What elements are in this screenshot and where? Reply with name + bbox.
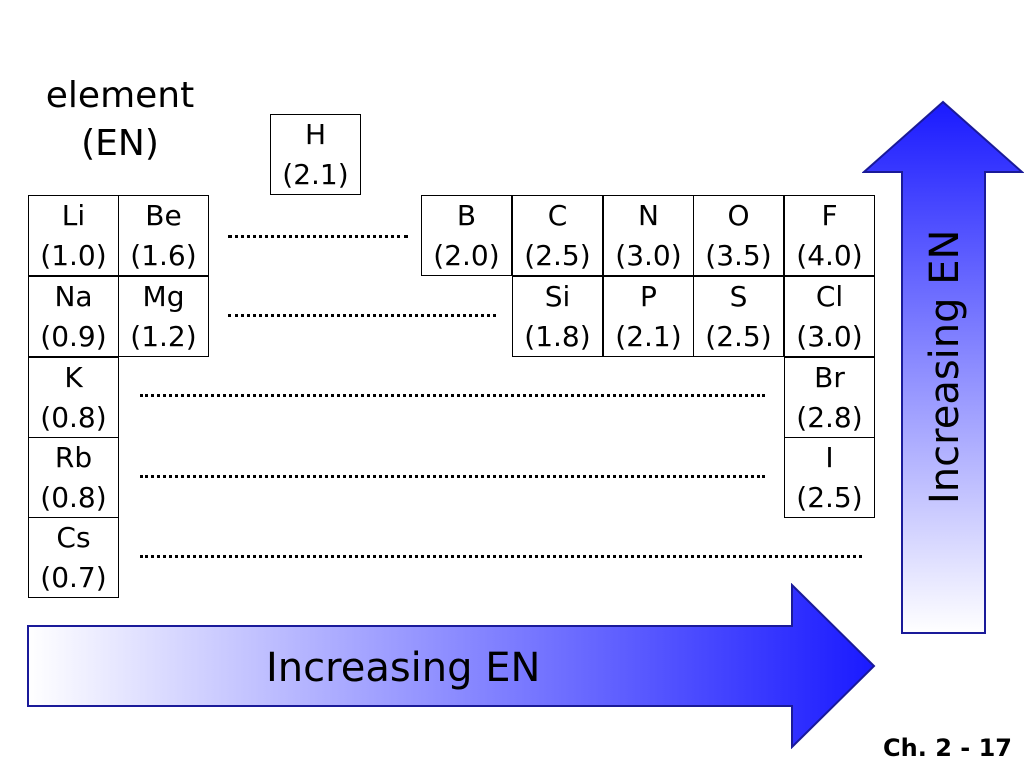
element-symbol: B [456, 198, 477, 232]
legend-key: element (EN) [20, 72, 220, 168]
dotted-gap-row3 [228, 314, 496, 317]
element-en-value: (1.2) [130, 319, 197, 353]
element-en-value: (2.5) [524, 238, 591, 272]
element-en-value: (3.5) [705, 238, 772, 272]
element-cell-k: K (0.8) [28, 357, 119, 438]
element-en-value: (1.0) [40, 238, 107, 272]
element-en-value: (1.8) [524, 319, 591, 353]
element-cell-h: H (2.1) [270, 114, 361, 195]
element-cell-cs: Cs (0.7) [28, 517, 119, 598]
dotted-gap-row2 [228, 235, 408, 238]
element-cell-li: Li (1.0) [28, 195, 119, 276]
element-symbol: Li [61, 198, 86, 232]
horizontal-arrow-label: Increasing EN [266, 645, 541, 691]
element-en-value: (0.7) [40, 560, 107, 594]
horizontal-arrow-icon [27, 583, 876, 749]
vertical-arrow-icon [862, 100, 1024, 634]
element-symbol: C [547, 198, 568, 232]
element-cell-si: Si (1.8) [512, 276, 603, 357]
element-cell-cl: Cl (3.0) [784, 276, 875, 357]
element-en-value: (2.8) [796, 400, 863, 434]
element-symbol: K [64, 360, 83, 394]
element-symbol: H [304, 117, 327, 151]
legend-element-label: element [45, 75, 195, 116]
element-en-value: (1.6) [130, 238, 197, 272]
element-cell-rb: Rb (0.8) [28, 437, 119, 518]
element-symbol: O [727, 198, 750, 232]
dotted-gap-row6 [140, 555, 862, 558]
legend-en-label: (EN) [81, 123, 159, 164]
slide-number: Ch. 2 - 17 [883, 734, 1012, 762]
element-symbol: Mg [142, 279, 185, 313]
element-en-value: (0.8) [40, 480, 107, 514]
element-en-value: (2.1) [615, 319, 682, 353]
element-cell-be: Be (1.6) [118, 195, 209, 276]
element-en-value: (0.8) [40, 400, 107, 434]
element-symbol: Na [54, 279, 93, 313]
element-cell-br: Br (2.8) [784, 357, 875, 438]
element-cell-na: Na (0.9) [28, 276, 119, 357]
element-en-value: (3.0) [796, 319, 863, 353]
element-en-value: (2.5) [705, 319, 772, 353]
element-symbol: F [821, 198, 838, 232]
element-cell-mg: Mg (1.2) [118, 276, 209, 357]
element-en-value: (4.0) [796, 238, 863, 272]
element-symbol: Br [814, 360, 845, 394]
element-cell-p: P (2.1) [603, 276, 694, 357]
element-cell-b: B (2.0) [421, 195, 512, 276]
dotted-gap-row5 [140, 475, 765, 478]
element-cell-n: N (3.0) [603, 195, 694, 276]
dotted-gap-row4 [140, 394, 765, 397]
element-symbol: I [825, 440, 834, 474]
element-cell-c: C (2.5) [512, 195, 603, 276]
element-cell-s: S (2.5) [693, 276, 784, 357]
element-symbol: Cs [56, 520, 91, 554]
element-symbol: Be [145, 198, 182, 232]
vertical-arrow-label: Increasing EN [922, 229, 968, 504]
element-symbol: Si [544, 279, 571, 313]
element-en-value: (3.0) [615, 238, 682, 272]
element-symbol: P [640, 279, 657, 313]
element-symbol: Rb [54, 440, 93, 474]
element-en-value: (2.1) [282, 157, 349, 191]
element-cell-i: I (2.5) [784, 437, 875, 518]
element-en-value: (0.9) [40, 319, 107, 353]
element-symbol: N [638, 198, 659, 232]
element-en-value: (2.5) [796, 480, 863, 514]
element-cell-o: O (3.5) [693, 195, 784, 276]
element-en-value: (2.0) [433, 238, 500, 272]
element-symbol: Cl [815, 279, 844, 313]
element-cell-f: F (4.0) [784, 195, 875, 276]
element-symbol: S [729, 279, 748, 313]
